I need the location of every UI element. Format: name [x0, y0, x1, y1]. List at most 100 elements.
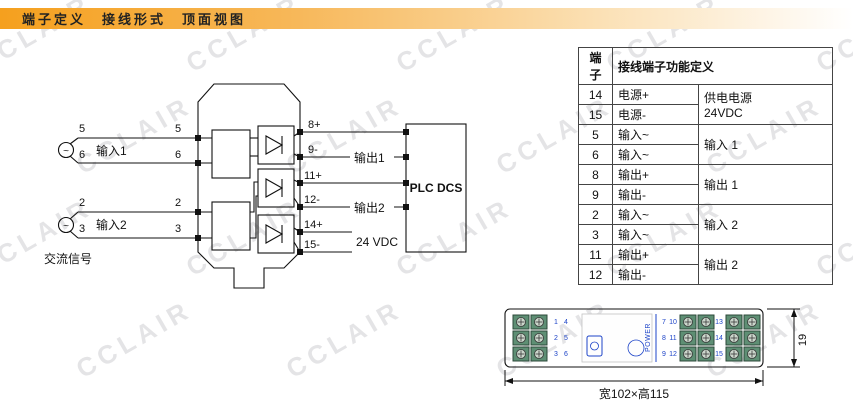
plc-label: PLC DCS: [410, 181, 463, 195]
module-body: [504, 308, 764, 368]
terminal-number: 11: [669, 335, 676, 342]
power-print: POWER: [645, 323, 652, 352]
terminal-no: 12: [578, 264, 613, 285]
terminal-block-mid: [680, 315, 714, 361]
terminal-func: 电源-: [612, 104, 699, 125]
table-row: 14 电源+ 供电电源 24VDC: [578, 84, 833, 125]
input1-label: 输入1: [96, 143, 127, 158]
output2-label: 输出2: [354, 200, 385, 215]
group-cell: 输入 1: [698, 124, 833, 165]
terminal-block-left: [513, 315, 547, 361]
terminal-no: 9: [578, 184, 613, 205]
terminal-table: 端子 接线端子功能定义 14 电源+ 供电电源 24VDC 15 电源- 5 输…: [578, 47, 833, 285]
table-row: 6 输入~: [578, 144, 833, 165]
group-label: 输入 2: [704, 218, 739, 232]
terminal-label: 8+: [308, 119, 321, 131]
terminal-number: 6: [564, 351, 568, 358]
module-top-view-texts: POWER 1 2 3 4 5 6 7 8 9 10 11 12 13 14 1…: [554, 319, 723, 358]
terminal-label: 5: [175, 123, 181, 135]
terminal-label: 2: [175, 197, 181, 209]
output1-label-bg: [350, 151, 394, 165]
size-dimension-label: 宽102×高115: [599, 386, 669, 401]
page-title: 端子定义 接线形式 顶面视图: [22, 12, 247, 27]
header-bar: 端子定义 接线形式 顶面视图: [0, 8, 853, 29]
terminal-label: 12-: [304, 194, 320, 206]
stamp-logo: [627, 339, 645, 357]
module-outline: [197, 83, 301, 289]
diode-symbol-2: [257, 168, 295, 208]
table-row: 9 输出-: [578, 184, 833, 205]
table-row: 8 输出+ 输出 1: [578, 164, 833, 205]
terminal-no: 5: [578, 124, 613, 145]
depth-dimension-label: 19: [797, 334, 809, 346]
brand-logo-mark: [590, 341, 599, 351]
ac-signal-label: 交流信号: [44, 251, 92, 266]
terminal-number: 9: [662, 351, 666, 358]
group-cell: 输出 2: [698, 244, 833, 285]
brand-logo: [586, 335, 603, 357]
terminal-func: 输入~: [612, 144, 699, 165]
terminal-label: 5: [79, 123, 85, 135]
terminal-number: 14: [715, 335, 723, 342]
terminal-label: 14+: [304, 219, 323, 231]
terminal-no: 2: [578, 204, 613, 225]
terminal-label: 6: [79, 149, 85, 161]
terminal-number: 5: [564, 335, 568, 342]
terminal-label: 9-: [308, 144, 318, 156]
group-sub: 24VDC: [704, 106, 743, 120]
terminal-number: 12: [669, 351, 677, 358]
terminal-label: 3: [79, 223, 85, 235]
ac-source-2-symbol: ~: [63, 221, 69, 232]
terminal-func: 输出-: [612, 264, 699, 285]
terminal-number: 13: [715, 319, 723, 326]
terminal-func: 电源+: [612, 84, 699, 105]
terminal-label: 3: [175, 223, 181, 235]
table-row: 11 输出+ 输出 2: [578, 244, 833, 285]
group-cell: 输入 2: [698, 204, 833, 245]
terminal-func: 输出+: [612, 164, 699, 185]
wiring-labels: 5 6 2 3 5 6 2 3 输入1 输入2 交流信号 8+ 9- 11+ 1…: [44, 119, 462, 266]
diode-symbol-1: [257, 125, 295, 165]
group-cell: 供电电源 24VDC: [698, 84, 833, 125]
diode-symbol-3: [257, 214, 295, 254]
terminal-label: 11+: [304, 170, 322, 182]
output2-label-bg: [350, 201, 394, 215]
terminal-number: 7: [662, 319, 666, 326]
table-row: 2 输入~ 输入 2: [578, 204, 833, 245]
table-row: 12 输出-: [578, 264, 833, 285]
output1-label: 输出1: [354, 150, 385, 165]
terminal-number: 2: [554, 335, 558, 342]
group-cell: 输出 1: [698, 164, 833, 205]
terminal-label: 6: [175, 149, 181, 161]
ac-source-1-icon: [57, 137, 79, 164]
group-label: 供电电源: [704, 91, 753, 105]
terminal-number: 4: [564, 319, 568, 326]
dimension-annotations: [504, 308, 800, 386]
plc-box: [405, 123, 467, 253]
terminal-func: 输出-: [612, 184, 699, 205]
terminal-number: 15: [715, 351, 723, 358]
isolation-block-1: [211, 129, 251, 179]
terminal-no: 6: [578, 144, 613, 165]
ac-source-1-symbol: ~: [63, 146, 69, 157]
terminal-number: 1: [554, 319, 558, 326]
terminal-func: 输出+: [612, 244, 699, 265]
terminal-no: 3: [578, 224, 613, 245]
module-label-area: [581, 313, 653, 363]
terminal-number: 3: [554, 351, 558, 358]
terminal-block-right: [726, 315, 760, 361]
terminal-no: 14: [578, 84, 613, 105]
table-header-row: 端子 接线端子功能定义: [578, 47, 833, 85]
terminal-func: 输入~: [612, 124, 699, 145]
terminal-func: 输入~: [612, 204, 699, 225]
terminal-no: 15: [578, 104, 613, 125]
terminal-number: 10: [669, 319, 677, 326]
table-row: 3 输入~: [578, 224, 833, 245]
input2-label: 输入2: [96, 217, 127, 232]
group-label: 输出 1: [704, 178, 739, 192]
power-label: 24 VDC: [356, 235, 398, 249]
terminal-label: 15-: [304, 239, 320, 251]
module-top-view: [504, 308, 764, 368]
isolation-block-2: [211, 201, 251, 251]
